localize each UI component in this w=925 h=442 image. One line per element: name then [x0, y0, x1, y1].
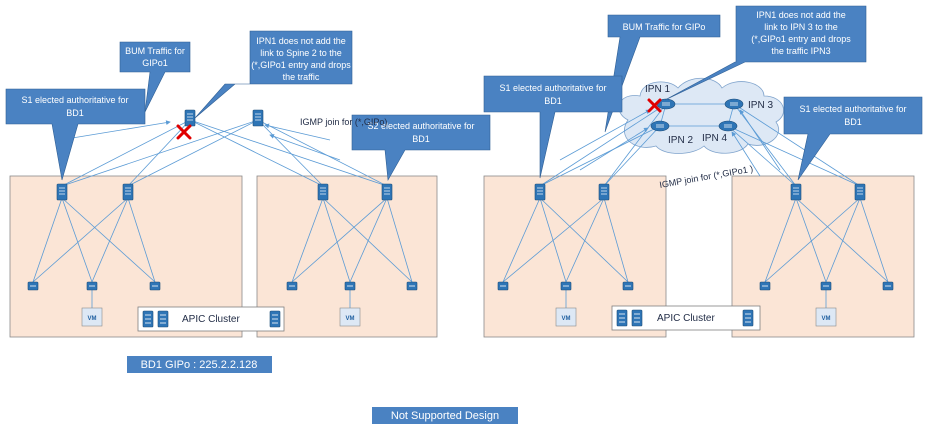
ipn2-router	[650, 120, 670, 132]
ipn3-router	[724, 98, 744, 110]
left-ipn-links	[59, 119, 388, 187]
svg-text:S1 elected authoritative for: S1 elected authoritative for	[21, 95, 128, 105]
right-leaf5	[820, 281, 832, 291]
left-vm-2: VM	[339, 307, 361, 327]
right-leaf3	[622, 281, 634, 291]
ipn4-label: IPN 4	[702, 133, 727, 144]
svg-text:(*,GIPo1 entry and drops: (*,GIPo1 entry and drops	[751, 34, 851, 44]
right-callout-ipn: IPN1 does not add the link to IPN 3 to t…	[664, 5, 867, 101]
svg-text:link to Spine 2 to the: link to Spine 2 to the	[260, 48, 342, 58]
left-callout-s2: S2 elected authoritative for BD1	[351, 114, 491, 181]
right-leaf4	[759, 281, 771, 291]
right-leaf2	[560, 281, 572, 291]
svg-text:VM: VM	[822, 316, 831, 322]
left-spine2	[122, 183, 134, 201]
right-callout-s1-left: S1 elected authoritative for BD1	[483, 75, 623, 179]
left-site: VM VM APIC Cluster S1 elected authoritat…	[5, 30, 491, 338]
ipn4-router	[718, 120, 738, 132]
svg-text:VM: VM	[562, 316, 571, 322]
left-leaf5	[344, 281, 356, 291]
ipn3-label: IPN 3	[748, 100, 773, 111]
design-note-banner: Not Supported Design	[372, 407, 518, 424]
left-leaf4	[286, 281, 298, 291]
svg-text:S2 elected authoritative for: S2 elected authoritative for	[367, 121, 474, 131]
right-apic-label: APIC Cluster	[657, 313, 715, 324]
svg-text:BD1: BD1	[844, 117, 862, 127]
left-apic-label: APIC Cluster	[182, 314, 240, 325]
right-spine3	[790, 183, 802, 201]
right-leaf1	[497, 281, 509, 291]
svg-text:S1 elected authoritative for: S1 elected authoritative for	[799, 104, 906, 114]
left-ipn2-switch	[252, 109, 264, 127]
ipn2-label: IPN 2	[668, 135, 693, 146]
left-fabric-links	[32, 197, 413, 308]
svg-text:(*,GIPo1 entry and drops: (*,GIPo1 entry and drops	[251, 60, 351, 70]
left-leaf6	[406, 281, 418, 291]
right-spine2	[598, 183, 610, 201]
right-drop-x-icon	[647, 98, 662, 113]
left-igmp-label: IGMP join for (*,GIPo)	[300, 117, 387, 127]
left-callout-ipn: IPN1 does not add the link to Spine 2 to…	[194, 30, 353, 119]
svg-text:IPN1 does not add the: IPN1 does not add the	[756, 10, 846, 20]
right-vm-1: VM	[555, 307, 577, 327]
left-leaf3	[149, 281, 161, 291]
left-leaf1	[27, 281, 39, 291]
right-spine1	[534, 183, 546, 201]
svg-text:GIPo1: GIPo1	[142, 58, 168, 68]
svg-text:BD1: BD1	[544, 96, 562, 106]
svg-text:the traffic IPN3: the traffic IPN3	[771, 46, 830, 56]
left-spine1	[56, 183, 68, 201]
left-vm-1: VM	[81, 307, 103, 327]
svg-text:VM: VM	[88, 316, 97, 322]
left-spine3	[317, 183, 329, 201]
left-ipn1-switch	[184, 109, 196, 127]
right-fabric-links	[502, 197, 889, 308]
right-ipn-links	[539, 103, 861, 187]
svg-text:BUM Traffic for GIPo: BUM Traffic for GIPo	[623, 22, 706, 32]
left-spine4	[381, 183, 393, 201]
ipn1-label: IPN 1	[645, 84, 670, 95]
svg-text:S1 elected authoritative for: S1 elected authoritative for	[499, 83, 606, 93]
right-callout-bum: BUM Traffic for GIPo	[604, 14, 721, 133]
left-apic-cluster: APIC Cluster	[137, 306, 285, 332]
right-pod-b	[731, 175, 915, 338]
left-callout-bum: BUM Traffic for GIPo1	[119, 41, 191, 113]
right-callout-s1-right: S1 elected authoritative for BD1	[783, 96, 923, 181]
left-callout-s1: S1 elected authoritative for BD1	[5, 88, 146, 181]
svg-text:Not Supported Design: Not Supported Design	[391, 410, 499, 422]
right-apic-cluster: APIC Cluster	[611, 305, 761, 331]
svg-text:BD1: BD1	[412, 134, 430, 144]
svg-text:VM: VM	[346, 316, 355, 322]
bd-gipo-banner: BD1 GIPo : 225.2.2.128	[127, 356, 272, 373]
right-site: IPN 1 IPN 2 IPN 3 IPN 4 VM VM	[483, 5, 923, 338]
svg-text:the traffic: the traffic	[283, 72, 320, 82]
svg-text:BD1: BD1	[66, 108, 84, 118]
svg-text:BD1 GIPo : 225.2.2.128: BD1 GIPo : 225.2.2.128	[141, 359, 258, 371]
left-drop-x-icon	[176, 124, 192, 140]
svg-text:link to IPN 3 to the: link to IPN 3 to the	[764, 22, 838, 32]
right-spine4	[854, 183, 866, 201]
right-vm-2: VM	[815, 307, 837, 327]
svg-text:IPN1 does not add the: IPN1 does not add the	[256, 36, 346, 46]
left-leaf2	[86, 281, 98, 291]
ipn-cloud	[618, 77, 785, 154]
right-leaf6	[882, 281, 894, 291]
svg-text:BUM Traffic for: BUM Traffic for	[125, 46, 185, 56]
